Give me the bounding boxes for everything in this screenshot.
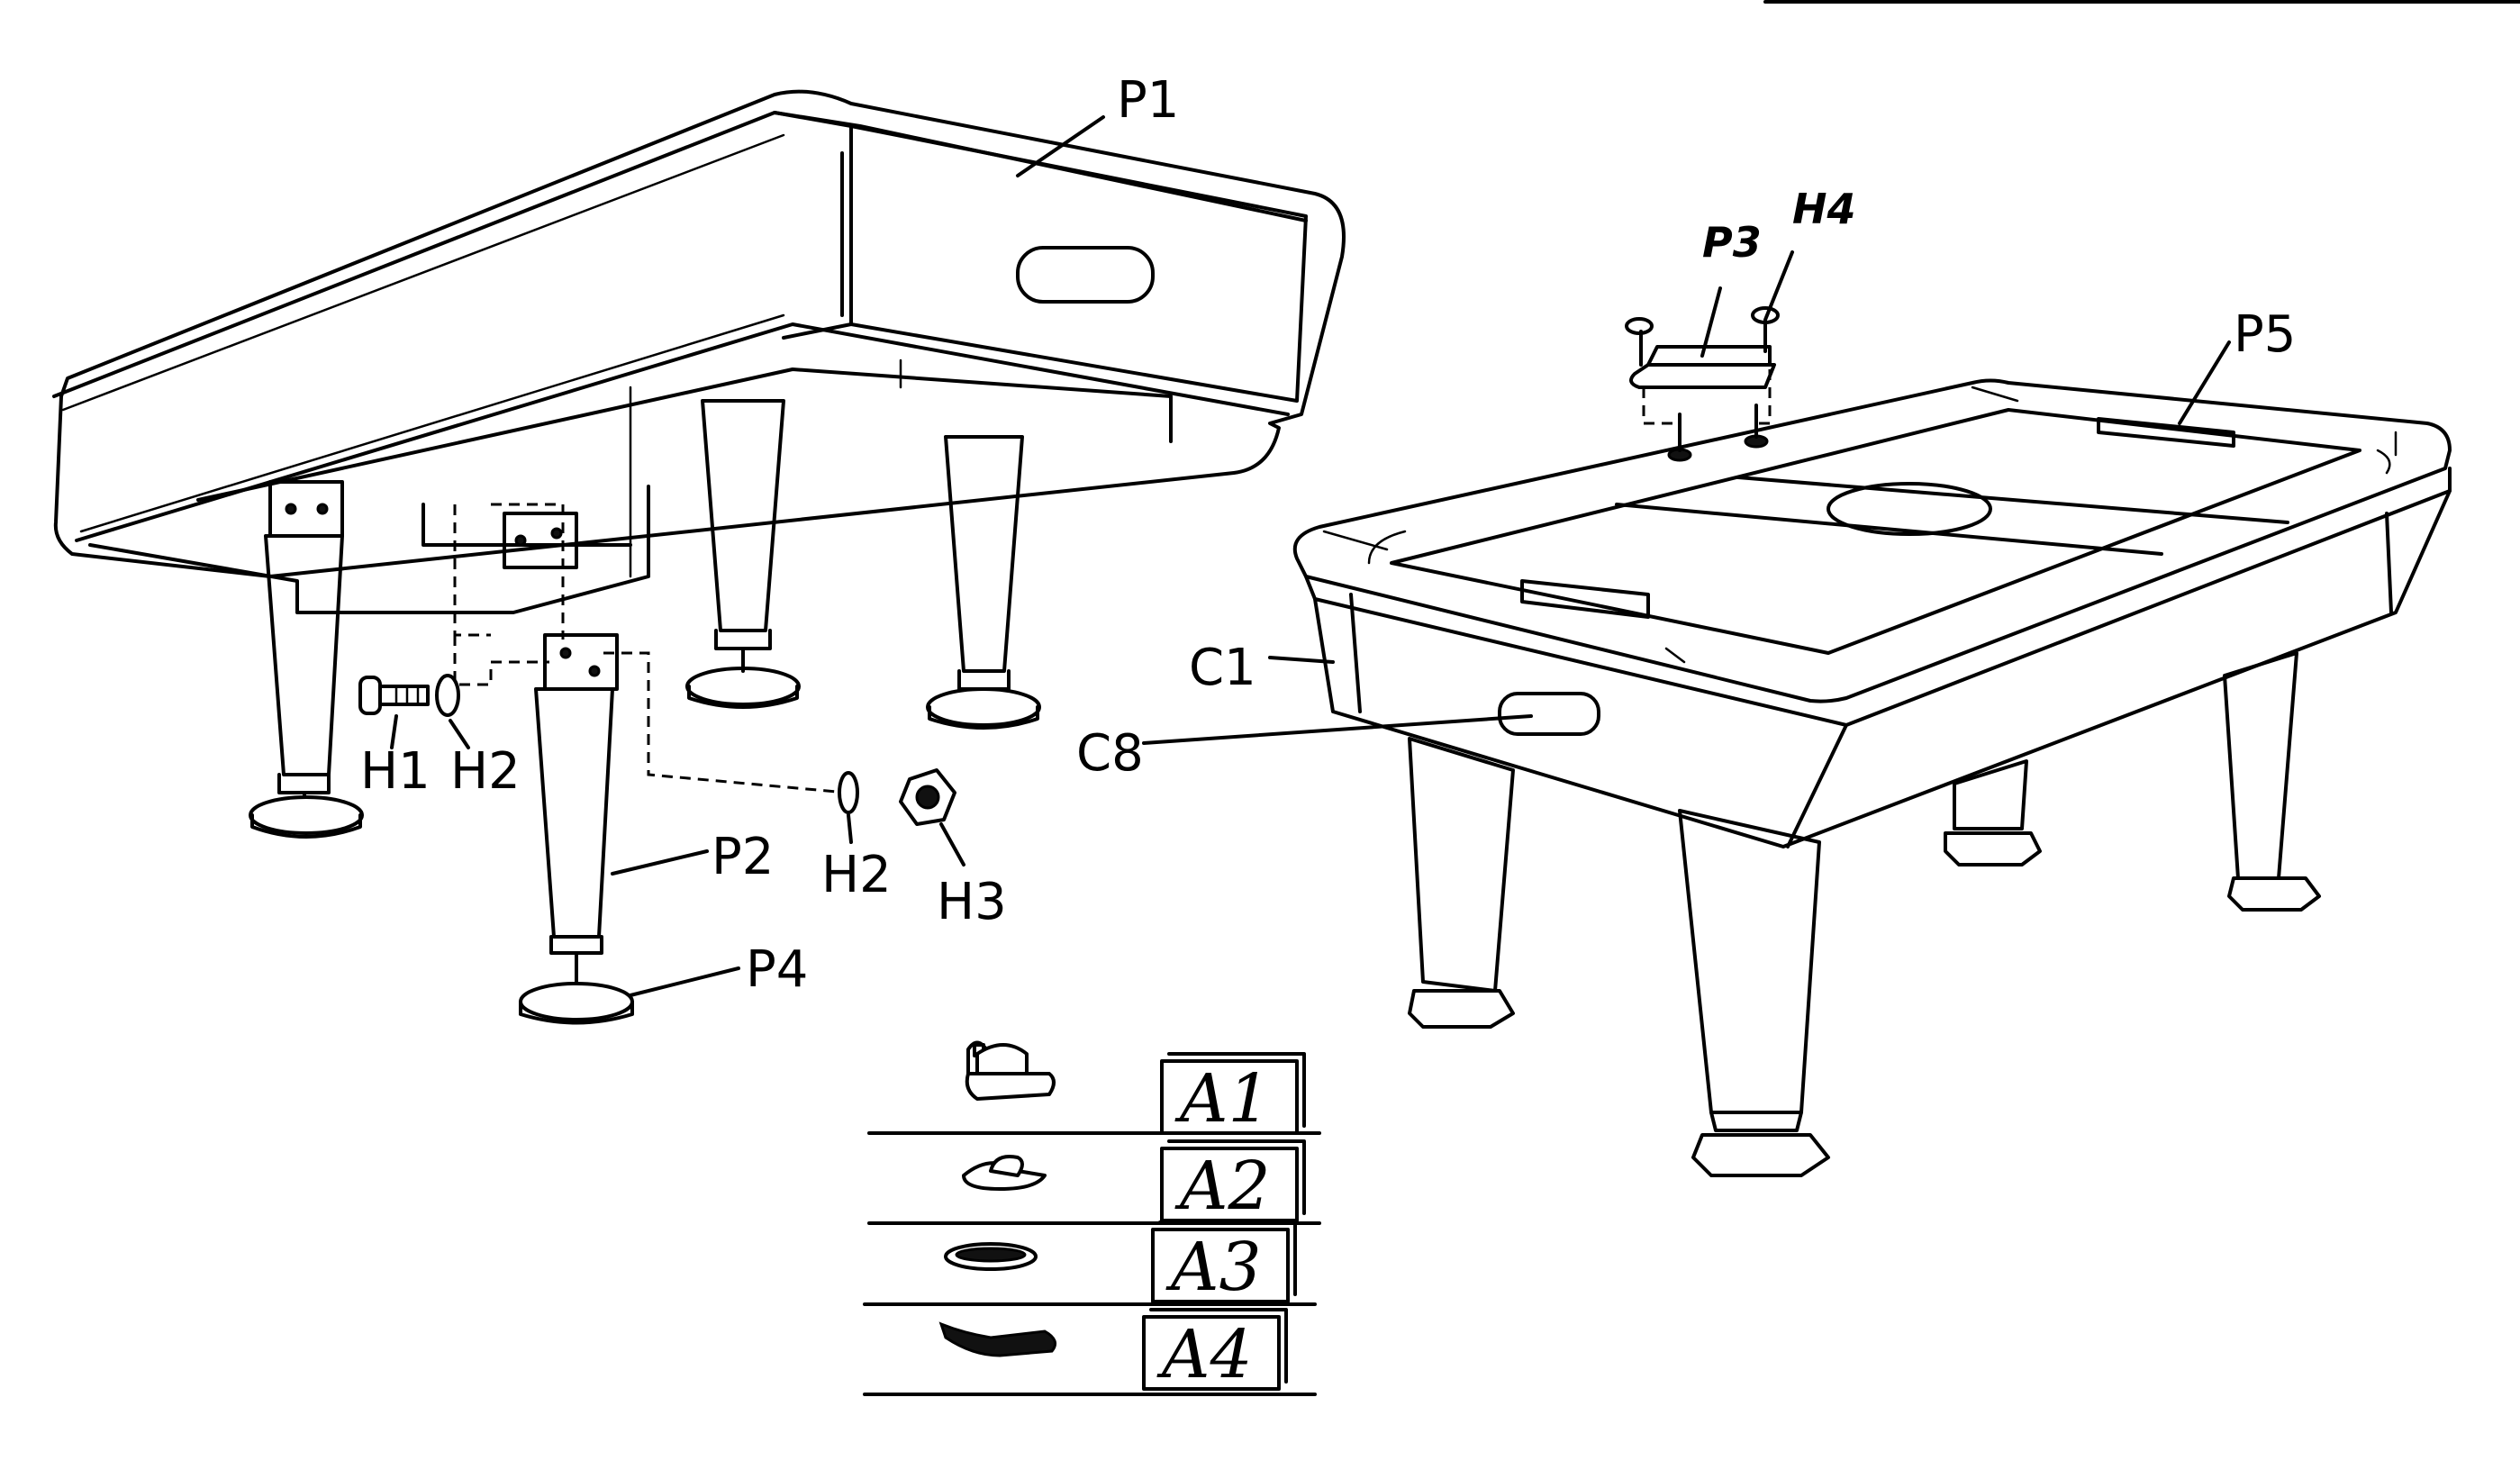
- legs-inverted: [249, 399, 1041, 839]
- goal-exploded: [1625, 306, 1780, 462]
- legs-assembled: [1408, 651, 2321, 1177]
- washer-icon: [838, 771, 859, 814]
- accessory-code-a2: A2: [1174, 1148, 1271, 1225]
- bolt-icon: [358, 676, 430, 715]
- label-h1: H1: [360, 742, 431, 801]
- table-body-inverted: [52, 89, 1346, 614]
- mallet-icon: [965, 1040, 1056, 1101]
- puck-icon: [962, 1155, 1047, 1191]
- leg-exploded: [519, 633, 634, 1025]
- table-assembled: [1292, 378, 2452, 848]
- leader-lines-left: [390, 115, 1105, 997]
- accessory-code-a1: A1: [1174, 1060, 1271, 1138]
- handle-slot-icon: [1016, 246, 1155, 304]
- leg-bracket-icon: [268, 480, 344, 538]
- label-p4: P4: [746, 940, 808, 999]
- washer-icon: [435, 674, 460, 717]
- label-p2: P2: [712, 828, 774, 886]
- hardware: [358, 674, 956, 826]
- assembly-guides: [453, 503, 848, 794]
- label-h2-left: H2: [450, 742, 521, 801]
- callout-labels: P1 H1 H2 P2 P4 H2 H3 P3 H4 P5 C1 C8: [360, 71, 2296, 999]
- wrench-icon: [938, 1321, 1057, 1357]
- accessory-code-a4: A4: [1156, 1316, 1253, 1393]
- screw-icon: [1625, 317, 1654, 367]
- nut-icon: [899, 768, 956, 826]
- handle-slot-icon: [1498, 692, 1600, 736]
- accessory-list: A1 A2 A3 A4: [863, 1040, 1321, 1396]
- screw-icon: [1751, 306, 1780, 353]
- accessory-code-a3: A3: [1165, 1229, 1262, 1306]
- label-h2-right: H2: [821, 846, 892, 904]
- label-c8: C8: [1076, 724, 1144, 783]
- leader-lines-right: [1142, 250, 2231, 745]
- goal-slot-icon: [2097, 417, 2235, 448]
- label-h4: H4: [1792, 185, 1856, 233]
- label-p5: P5: [2234, 305, 2296, 364]
- label-h3: H3: [937, 873, 1007, 931]
- goal-slot-icon: [1520, 579, 1650, 619]
- screw-icon: [1667, 413, 1692, 462]
- label-p1: P1: [1117, 71, 1179, 130]
- centre-circle-icon: [1827, 482, 1992, 536]
- screw-icon: [1744, 404, 1769, 449]
- leg-plate-icon: [543, 633, 619, 691]
- center-bracket-icon: [503, 512, 578, 569]
- label-c1: C1: [1189, 639, 1256, 697]
- label-p3: P3: [1702, 218, 1762, 267]
